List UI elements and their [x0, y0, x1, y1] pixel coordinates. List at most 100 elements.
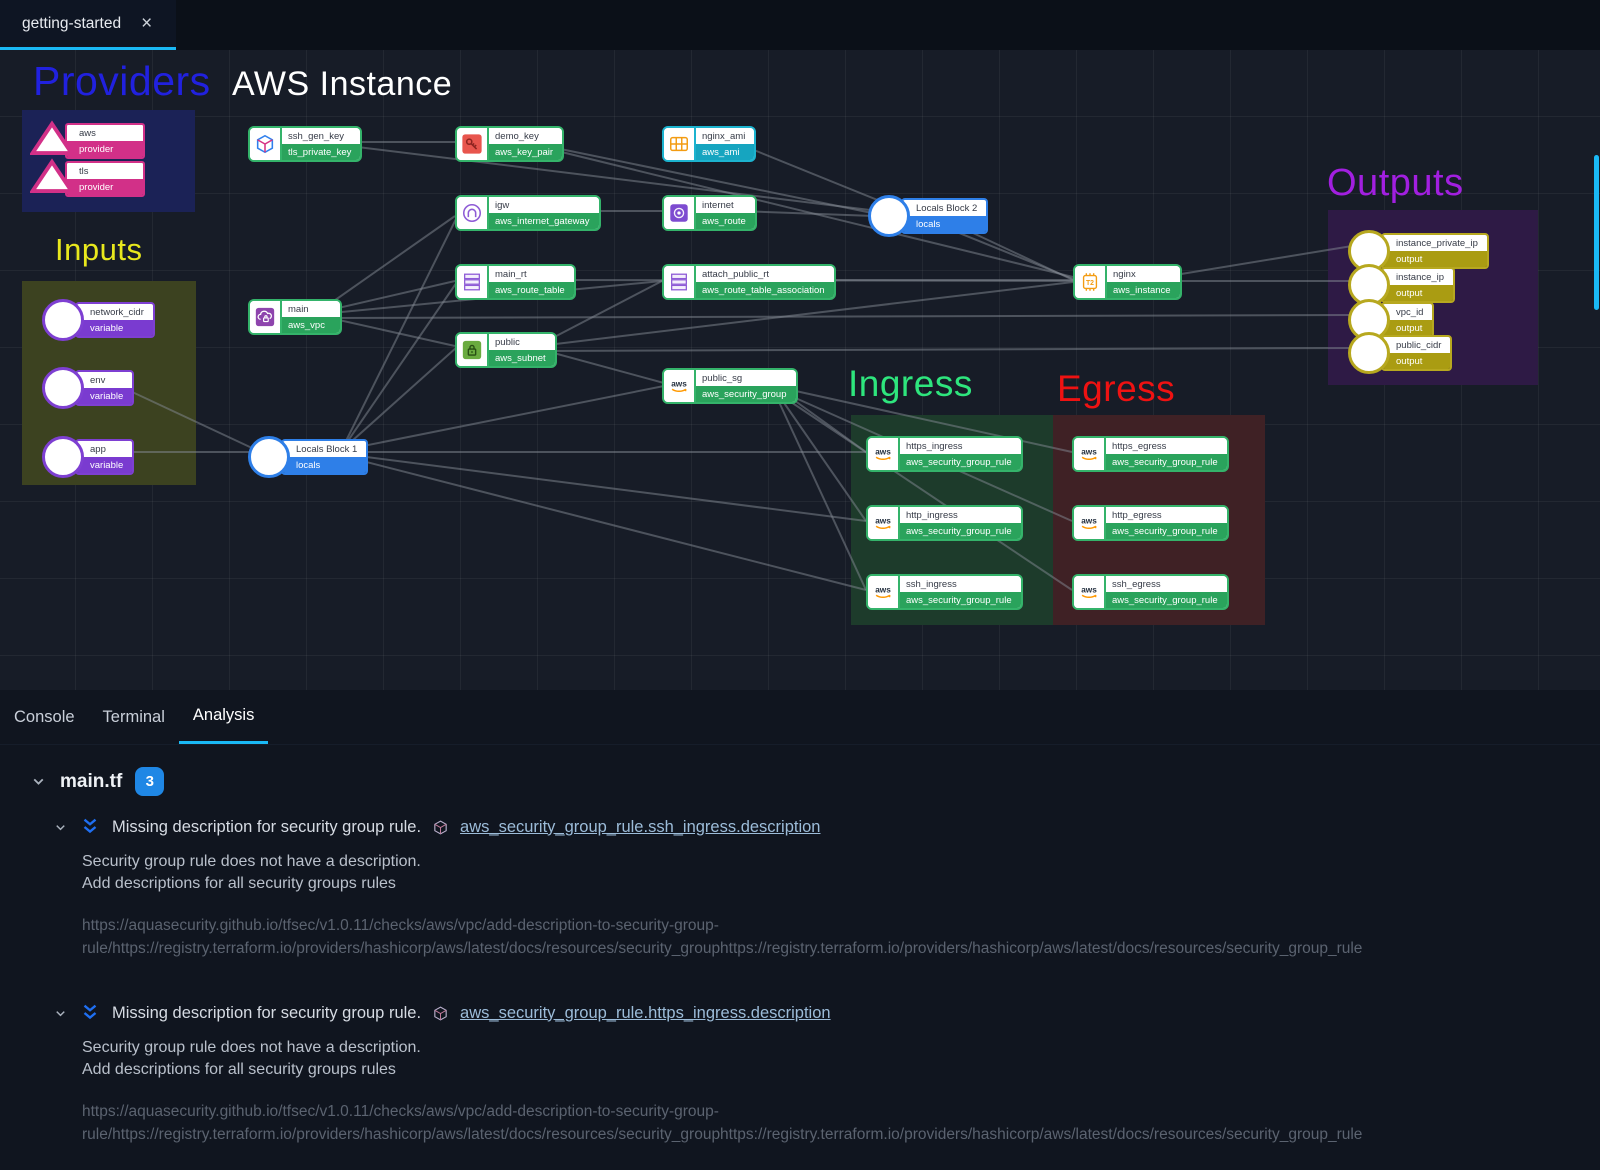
node-https_egress[interactable]: aws https_egress aws_security_group_rule — [1072, 436, 1229, 472]
node-tls_provider[interactable]: tls provider — [28, 158, 145, 200]
egress-heading: Egress — [1057, 368, 1176, 409]
node-igw[interactable]: igw aws_internet_gateway — [455, 195, 601, 231]
resource-cube-icon — [434, 1005, 447, 1021]
node-main_rt[interactable]: main_rt aws_route_table — [455, 264, 576, 300]
node-public_cidr[interactable]: public_cidr output — [1348, 332, 1453, 374]
tab-console[interactable]: Console — [14, 707, 75, 726]
node-title: tls — [67, 163, 143, 179]
node-nginx_ami[interactable]: nginx_ami aws_ami — [662, 126, 757, 162]
chevron-down-icon[interactable] — [30, 773, 47, 790]
node-subtitle: locals — [903, 216, 987, 232]
node-subtitle: variable — [77, 457, 133, 473]
node-subtitle: variable — [77, 320, 153, 336]
node-title: ssh_ingress — [900, 576, 1021, 592]
node-nginx[interactable]: T2 nginx aws_instance — [1073, 264, 1182, 300]
circle-icon — [1348, 299, 1390, 341]
node-ssh_egress[interactable]: aws ssh_egress aws_security_group_rule — [1072, 574, 1229, 610]
node-subtitle: aws_security_group_rule — [900, 592, 1021, 608]
node-subtitle: aws_vpc — [282, 317, 340, 333]
aws-logo-icon: aws — [664, 370, 696, 402]
node-title: http_ingress — [900, 507, 1021, 523]
close-icon[interactable]: × — [141, 13, 153, 34]
node-title: public_cidr — [1383, 337, 1451, 353]
vpc-cloud-icon — [250, 301, 282, 333]
analysis-issue: Missing description for security group r… — [53, 1002, 1570, 1146]
svg-text:aws: aws — [1081, 516, 1097, 525]
file-row-main-tf[interactable]: main.tf 3 — [30, 767, 1570, 796]
node-title: instance_private_ip — [1383, 235, 1487, 251]
node-subtitle: provider — [67, 179, 143, 195]
issue-header[interactable]: Missing description for security group r… — [53, 816, 1570, 838]
node-network_cidr[interactable]: network_cidr variable — [42, 299, 155, 341]
svg-text:aws: aws — [875, 516, 891, 525]
node-internet[interactable]: internet aws_route — [662, 195, 757, 231]
node-subtitle: locals — [283, 457, 367, 473]
node-subtitle: aws_route — [696, 213, 755, 229]
node-title: app — [77, 441, 133, 457]
node-subtitle: aws_internet_gateway — [489, 213, 599, 229]
issue-reference-urls: https://aquasecurity.github.io/tfsec/v1.… — [82, 917, 1363, 957]
node-main[interactable]: main aws_vpc — [248, 299, 342, 335]
node-demo_key[interactable]: demo_key aws_key_pair — [455, 126, 565, 162]
tab-analysis[interactable]: Analysis — [178, 690, 269, 744]
provider-triangle-icon — [28, 120, 76, 162]
aws-instance-heading: AWS Instance — [232, 65, 453, 103]
editor-tab-getting-started[interactable]: getting-started × — [0, 0, 177, 50]
node-subtitle: aws_ami — [696, 144, 755, 160]
node-http_egress[interactable]: aws http_egress aws_security_group_rule — [1072, 505, 1229, 541]
node-ssh_gen_key[interactable]: ssh_gen_key tls_private_key — [248, 126, 363, 162]
node-app[interactable]: app variable — [42, 436, 135, 478]
circle-icon — [42, 367, 84, 409]
node-title: main — [282, 301, 340, 317]
provider-triangle-icon — [28, 158, 76, 200]
tab-terminal[interactable]: Terminal — [102, 707, 165, 726]
bottom-panel: Console Terminal Analysis main.tf 3 Miss… — [0, 690, 1600, 1170]
node-subtitle: aws_key_pair — [489, 144, 563, 160]
inputs-heading: Inputs — [55, 232, 143, 267]
severity-double-chevron-icon — [83, 818, 97, 834]
node-subtitle: aws_subnet — [489, 350, 555, 366]
issue-resource-link[interactable]: aws_security_group_rule.https_ingress.de… — [460, 1003, 831, 1022]
node-title: main_rt — [489, 266, 574, 282]
node-attach_public_rt[interactable]: attach_public_rt aws_route_table_associa… — [662, 264, 836, 300]
ingress-heading: Ingress — [848, 363, 973, 404]
node-title: env — [77, 372, 133, 388]
issue-header[interactable]: Missing description for security group r… — [53, 1002, 1570, 1024]
node-locals2[interactable]: Locals Block 2 locals — [868, 195, 989, 237]
issue-count-badge: 3 — [135, 767, 165, 796]
node-public[interactable]: public aws_subnet — [455, 332, 557, 368]
node-http_ingress[interactable]: aws http_ingress aws_security_group_rule — [866, 505, 1023, 541]
aws-logo-icon: aws — [1074, 507, 1106, 539]
svg-text:T2: T2 — [1086, 280, 1094, 287]
node-subtitle: aws_instance — [1107, 282, 1180, 298]
node-aws_provider[interactable]: aws provider — [28, 120, 145, 162]
node-subtitle: output — [1383, 353, 1451, 369]
chevron-down-icon[interactable] — [53, 1006, 68, 1021]
node-instance_ip[interactable]: instance_ip output — [1348, 264, 1456, 306]
node-title: igw — [489, 197, 599, 213]
chevron-down-icon[interactable] — [53, 820, 68, 835]
file-name: main.tf — [60, 770, 123, 792]
analysis-content: main.tf 3 Missing description for securi… — [0, 745, 1600, 1170]
node-https_ingress[interactable]: aws https_ingress aws_security_group_rul… — [866, 436, 1023, 472]
edge-layer — [112, 141, 1353, 591]
svg-text:aws: aws — [1081, 585, 1097, 594]
route-badge-icon — [664, 197, 696, 229]
cube-icon — [250, 128, 282, 160]
node-env[interactable]: env variable — [42, 367, 135, 409]
node-ssh_ingress[interactable]: aws ssh_ingress aws_security_group_rule — [866, 574, 1023, 610]
node-subtitle: aws_security_group — [696, 386, 796, 402]
node-instance_private_ip[interactable]: instance_private_ip output — [1348, 230, 1489, 272]
node-locals1[interactable]: Locals Block 1 locals — [248, 436, 369, 478]
node-title: https_egress — [1106, 438, 1227, 454]
key-icon — [457, 128, 489, 160]
node-title: vpc_id — [1383, 304, 1433, 320]
issue-resource-link[interactable]: aws_security_group_rule.ssh_ingress.desc… — [460, 817, 821, 836]
aws-logo-icon: aws — [1074, 576, 1106, 608]
canvas-scrollbar[interactable] — [1594, 155, 1599, 310]
diagram-canvas[interactable]: Providers AWS Instance Inputs Ingress Eg… — [0, 50, 1600, 690]
node-vpc_id[interactable]: vpc_id output — [1348, 299, 1435, 341]
subnet-lock-icon — [457, 334, 489, 366]
node-public_sg[interactable]: aws public_sg aws_security_group — [662, 368, 798, 404]
node-subtitle: aws_security_group_rule — [900, 523, 1021, 539]
